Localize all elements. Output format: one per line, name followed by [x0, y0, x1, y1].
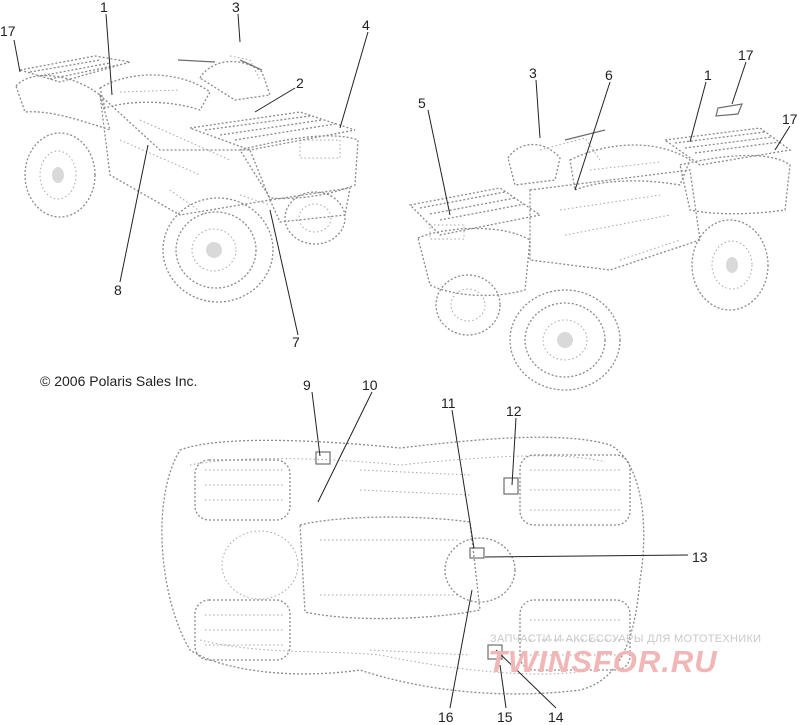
callout-1-right: 1 [704, 67, 712, 83]
callout-2: 2 [296, 75, 304, 91]
callout-3-right: 3 [529, 65, 537, 81]
atv-top-view [161, 436, 645, 695]
callout-7: 7 [292, 334, 300, 350]
callout-8: 8 [114, 282, 122, 298]
callout-13: 13 [692, 549, 708, 565]
callout-17-right-side: 17 [782, 111, 798, 127]
callout-16: 16 [438, 709, 454, 725]
callout-11: 11 [441, 395, 456, 411]
atv-right-view [408, 103, 792, 391]
callout-17-left: 17 [0, 23, 16, 39]
callout-10: 10 [362, 377, 378, 393]
callout-9: 9 [303, 377, 311, 393]
callout-12: 12 [506, 403, 522, 419]
callout-4: 4 [362, 17, 370, 33]
atv-left-view [15, 55, 359, 303]
watermark-logo: TWINSFOR.RU [488, 644, 718, 679]
callout-14: 14 [548, 709, 564, 725]
callout-15: 15 [497, 709, 513, 725]
callout-3-left: 3 [232, 0, 240, 15]
callout-17-right-top: 17 [738, 47, 754, 63]
callout-6: 6 [605, 67, 613, 83]
callout-5: 5 [418, 95, 426, 111]
copyright-notice: © 2006 Polaris Sales Inc. [40, 373, 198, 389]
watermark-caption: ЗАПЧАСТИ И АКСЕССУАРЫ ДЛЯ МОТОТЕХНИКИ [490, 633, 762, 645]
leader-lines [13, 13, 791, 709]
callout-1-left: 1 [100, 0, 108, 15]
